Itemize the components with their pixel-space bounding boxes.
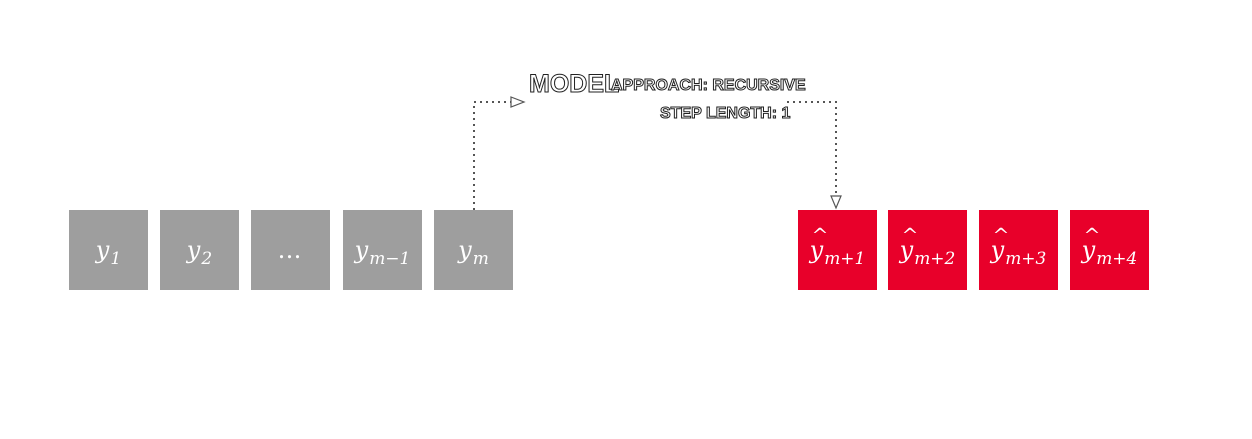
forecast-box: ym+1 [798,210,877,290]
forecast-box: ym+4 [1070,210,1149,290]
ellipsis: … [277,236,304,264]
input-to-model-connector [473,101,511,210]
arrowhead-down-icon [830,195,842,210]
forecast-term: ym+4 [1082,225,1138,268]
model-title: MODEL [528,70,620,99]
input-box: … [251,210,330,290]
forecast-term: ym+2 [900,225,956,268]
forecast-box: ym+2 [888,210,967,290]
step-length-label: STEP LENGTH: 1 [659,105,791,123]
forecast-box: ym+3 [979,210,1058,290]
forecast-term: ym+1 [810,225,866,268]
model-to-output-connector [787,101,837,196]
forecast-term: ym+3 [991,225,1047,268]
arrowhead-right-icon [510,96,526,108]
approach-label: APPROACH: RECURSIVE [611,77,807,95]
